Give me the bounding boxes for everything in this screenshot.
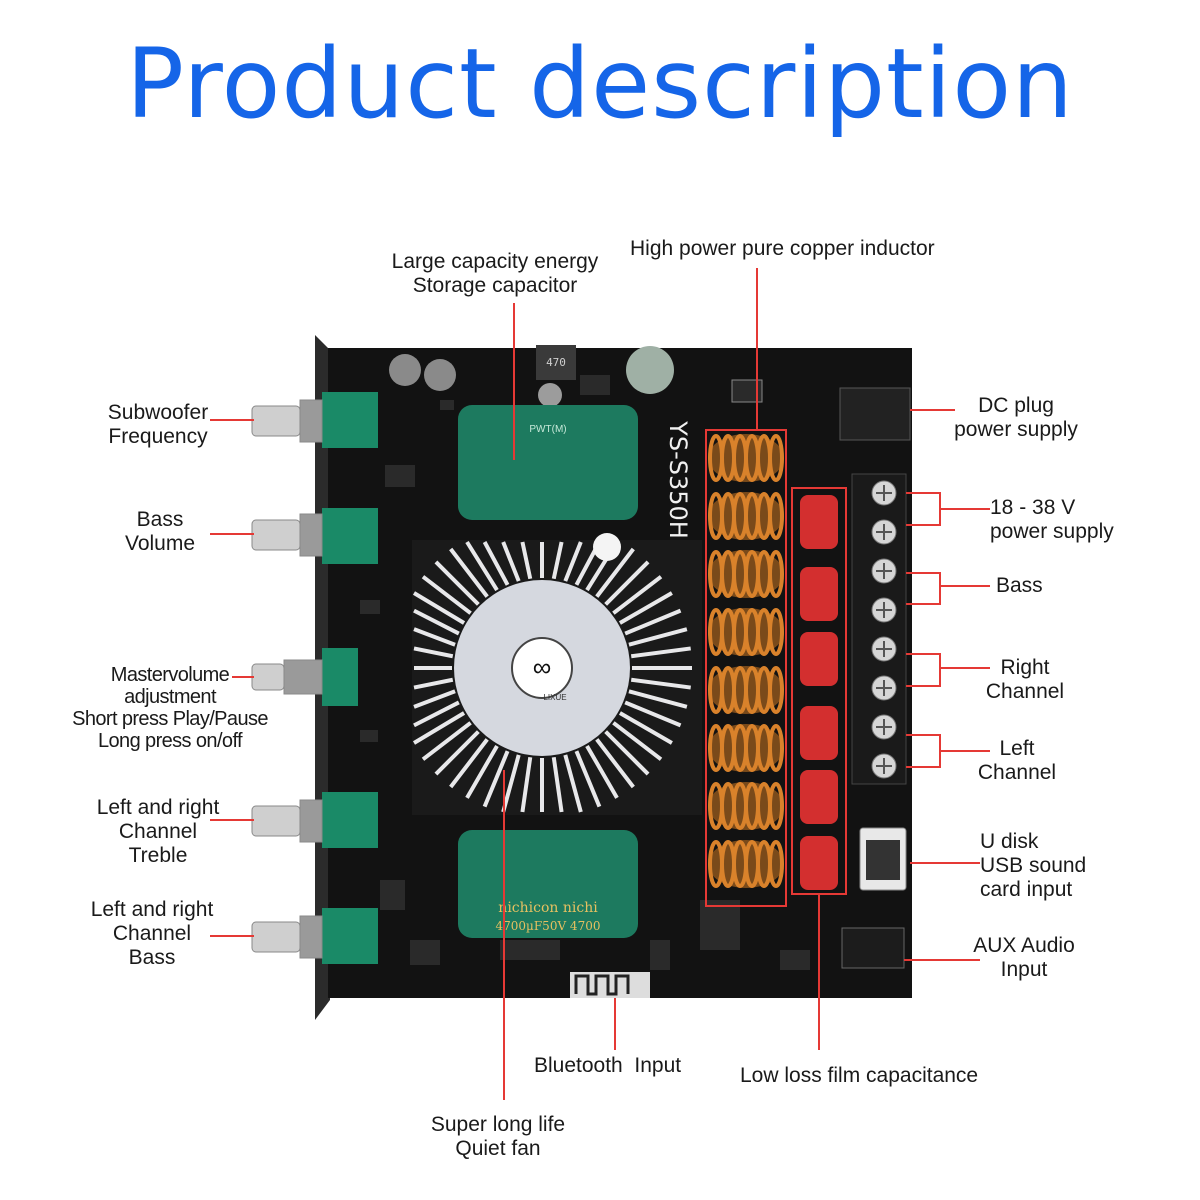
fan-logo-icon: ∞ bbox=[533, 652, 552, 682]
inductor-marking: 470 bbox=[546, 356, 566, 369]
label-copper-inductor: High power pure copper inductor bbox=[630, 237, 935, 260]
film-capacitor bbox=[800, 706, 838, 760]
label-lr-treble: Left and right Channel Treble bbox=[96, 796, 220, 867]
cap-bottom-text: nichicon nichi bbox=[498, 900, 598, 916]
label-aux-input: AUX Audio Input bbox=[973, 934, 1075, 981]
label-dc-plug: DC plug power supply bbox=[954, 394, 1078, 441]
label-right-channel: Right Channel bbox=[985, 656, 1065, 703]
energy-storage-capacitor bbox=[458, 405, 638, 520]
copper-inductor bbox=[708, 434, 784, 482]
dc-jack bbox=[839, 387, 911, 441]
knobs bbox=[251, 399, 323, 959]
label-power-supply: 18 - 38 V power supply bbox=[990, 496, 1114, 543]
fan-brand: LIXUE bbox=[543, 693, 566, 702]
label-subwoofer-frequency: Subwoofer Frequency bbox=[107, 401, 209, 448]
label-fan: Super long life Quiet fan bbox=[430, 1113, 566, 1160]
label-bass: Bass bbox=[996, 574, 1043, 597]
pot-master-volume bbox=[322, 648, 358, 706]
label-energy-capacitor: Large capacity energy Storage capacitor bbox=[391, 250, 599, 297]
copper-inductor bbox=[708, 840, 784, 888]
label-bass-volume: Bass Volume bbox=[124, 508, 196, 555]
cap-bottom-rating: 4700µF50V 4700 bbox=[496, 919, 601, 933]
diode bbox=[731, 379, 763, 403]
copper-inductor bbox=[708, 782, 784, 830]
copper-inductor bbox=[708, 608, 784, 656]
copper-inductor bbox=[708, 666, 784, 714]
small-capacitors bbox=[389, 345, 674, 407]
label-master-volume: Mastervolume adjustment Short press Play… bbox=[72, 664, 268, 752]
thermal-sensor bbox=[593, 533, 621, 561]
potentiometers bbox=[322, 392, 378, 964]
label-bluetooth: Bluetooth Input bbox=[534, 1054, 682, 1077]
label-lr-bass: Left and right Channel Bass bbox=[90, 898, 214, 969]
screw-terminals bbox=[851, 473, 907, 785]
pot-lr-bass bbox=[322, 908, 378, 964]
cap-top-text: PWT(M) bbox=[529, 424, 566, 435]
film-capacitor bbox=[800, 567, 838, 621]
label-left-channel: Left Channel bbox=[977, 737, 1057, 784]
pot-bass-volume bbox=[322, 508, 378, 564]
pot-treble bbox=[322, 792, 378, 848]
model-text: YS-S350H bbox=[664, 420, 692, 539]
callout-lines bbox=[210, 268, 990, 1100]
pot-subwoofer-frequency bbox=[322, 392, 378, 448]
copper-inductor bbox=[708, 550, 784, 598]
label-u-disk: U disk USB sound card input bbox=[980, 830, 1087, 901]
film-capacitor bbox=[800, 495, 838, 549]
page-title: Product description bbox=[126, 28, 1074, 140]
label-film-capacitance: Low loss film capacitance bbox=[740, 1064, 979, 1087]
copper-inductors bbox=[708, 434, 784, 888]
heatsink: ∞ bbox=[412, 533, 702, 815]
smd-components bbox=[360, 375, 810, 970]
film-capacitors bbox=[800, 495, 838, 890]
film-capacitor bbox=[800, 632, 838, 686]
aux-jack bbox=[841, 927, 905, 969]
copper-inductor bbox=[708, 492, 784, 540]
film-capacitor bbox=[800, 770, 838, 824]
film-capacitor bbox=[800, 836, 838, 890]
copper-inductor bbox=[708, 724, 784, 772]
